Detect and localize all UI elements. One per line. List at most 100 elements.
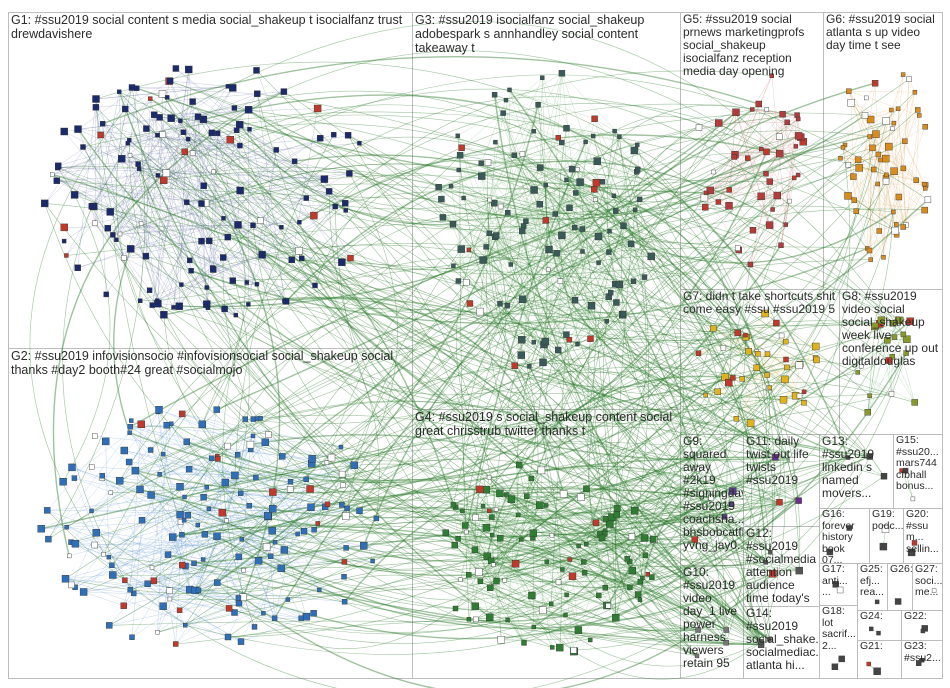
node-g4[interactable] (455, 536, 461, 542)
node-g1[interactable] (92, 95, 100, 103)
node-g2[interactable] (149, 565, 155, 570)
node-g4[interactable] (531, 624, 536, 630)
node-g3[interactable] (583, 139, 588, 145)
node-g1[interactable] (143, 125, 150, 132)
node-g1[interactable] (244, 106, 253, 114)
node-g3[interactable] (451, 263, 456, 268)
node-g2[interactable] (341, 599, 348, 605)
node-g2[interactable] (176, 510, 184, 519)
node-g3[interactable] (555, 346, 562, 354)
node-g2[interactable] (265, 431, 272, 438)
node-g2[interactable] (235, 595, 242, 601)
node-g2[interactable] (271, 615, 278, 621)
node-g3[interactable] (461, 195, 466, 201)
node-g1[interactable] (246, 302, 251, 307)
node-g1[interactable] (299, 255, 305, 262)
node-g1[interactable] (331, 131, 337, 138)
node-g3[interactable] (636, 196, 643, 203)
node-g3[interactable] (535, 101, 541, 108)
node-g3[interactable] (519, 227, 526, 235)
node-g2[interactable] (258, 416, 263, 421)
node-g4[interactable] (483, 552, 491, 560)
node-g1[interactable] (288, 256, 295, 263)
node-g1[interactable] (226, 135, 235, 144)
node-g2[interactable] (250, 433, 256, 439)
node-g4[interactable] (487, 557, 495, 565)
node-g1[interactable] (114, 237, 119, 242)
node-g2[interactable] (307, 503, 315, 511)
node-g4[interactable] (612, 614, 620, 622)
node-g2[interactable] (237, 490, 244, 496)
node-g2[interactable] (344, 505, 350, 512)
node-g2[interactable] (300, 527, 308, 535)
node-g1[interactable] (346, 170, 353, 177)
node-g2[interactable] (204, 485, 210, 490)
node-g2[interactable] (287, 479, 294, 485)
node-g4[interactable] (581, 559, 587, 565)
node-g2[interactable] (106, 622, 113, 629)
node-g3[interactable] (615, 280, 624, 289)
node-g3[interactable] (476, 307, 484, 316)
node-g2[interactable] (340, 482, 346, 488)
node-g4[interactable] (564, 592, 569, 598)
node-g1[interactable] (185, 136, 191, 142)
node-g2[interactable] (79, 588, 88, 596)
node-g3[interactable] (611, 193, 617, 199)
node-g4[interactable] (480, 504, 486, 509)
node-g4[interactable] (628, 533, 636, 540)
node-g3[interactable] (563, 125, 570, 132)
node-g1[interactable] (194, 113, 202, 120)
node-g2[interactable] (91, 541, 99, 549)
node-g3[interactable] (587, 302, 596, 310)
node-g1[interactable] (200, 182, 207, 189)
node-g2[interactable] (261, 438, 269, 446)
node-g1[interactable] (171, 305, 176, 310)
node-g1[interactable] (325, 188, 333, 195)
node-g3[interactable] (617, 134, 622, 139)
node-g2[interactable] (306, 485, 314, 493)
node-g1[interactable] (88, 203, 96, 210)
node-g2[interactable] (155, 406, 163, 414)
node-g4[interactable] (584, 542, 589, 547)
node-g2[interactable] (131, 590, 137, 597)
node-g1[interactable] (184, 65, 193, 74)
node-g3[interactable] (505, 209, 511, 216)
node-g4[interactable] (637, 597, 643, 602)
node-g1[interactable] (221, 305, 228, 313)
node-g3[interactable] (619, 310, 627, 318)
node-g3[interactable] (558, 231, 566, 240)
node-g2[interactable] (324, 460, 330, 465)
node-g2[interactable] (125, 458, 133, 466)
node-g2[interactable] (45, 535, 52, 543)
node-g1[interactable] (257, 217, 264, 224)
node-g2[interactable] (280, 546, 289, 554)
node-g1[interactable] (210, 266, 217, 273)
node-g4[interactable] (563, 612, 568, 618)
node-g1[interactable] (332, 203, 338, 210)
node-g4[interactable] (574, 626, 583, 634)
node-g2[interactable] (201, 531, 209, 538)
node-g3[interactable] (627, 240, 635, 248)
node-g2[interactable] (317, 587, 322, 593)
node-g3[interactable] (478, 160, 484, 166)
node-g2[interactable] (231, 471, 239, 480)
node-g4[interactable] (556, 643, 564, 652)
node-g1[interactable] (104, 224, 112, 232)
node-g1[interactable] (154, 298, 160, 303)
node-g2[interactable] (224, 518, 229, 523)
node-g1[interactable] (138, 221, 144, 226)
node-g3[interactable] (613, 208, 619, 214)
node-g2[interactable] (155, 630, 160, 635)
node-g4[interactable] (487, 584, 494, 591)
node-g1[interactable] (167, 114, 175, 122)
node-g3[interactable] (540, 75, 545, 80)
node-g2[interactable] (251, 624, 258, 630)
node-g2[interactable] (237, 638, 245, 645)
node-g2[interactable] (109, 562, 115, 568)
node-g1[interactable] (155, 173, 161, 178)
node-g1[interactable] (214, 130, 221, 136)
node-g4[interactable] (640, 534, 649, 542)
node-g2[interactable] (127, 424, 134, 430)
node-g2[interactable] (99, 473, 105, 479)
node-g1[interactable] (117, 155, 126, 163)
